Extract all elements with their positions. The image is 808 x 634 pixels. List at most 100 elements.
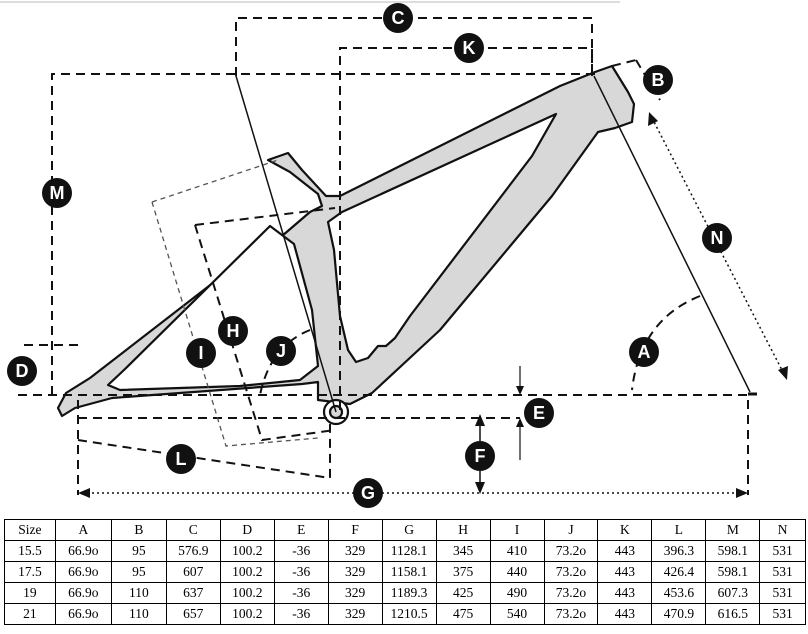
table-cell: 607.3 (705, 582, 761, 604)
label-e: E (524, 398, 554, 428)
label-b: B (643, 65, 673, 95)
table-cell: 443 (597, 582, 653, 604)
table-cell: 73.2o (543, 582, 599, 604)
table-cell: 66.9o (54, 582, 112, 604)
table-cell: 426.4 (651, 561, 707, 583)
table-cell: -36 (273, 561, 329, 583)
table-cell: 1128.1 (381, 540, 437, 562)
svg-text:M: M (50, 183, 65, 203)
col-header: H (435, 519, 491, 541)
table-cell: 110 (110, 582, 167, 604)
table-cell: 453.6 (651, 582, 707, 604)
table-cell: 375 (435, 561, 491, 583)
table-cell: 470.9 (651, 603, 707, 625)
svg-text:J: J (276, 341, 286, 361)
dimension-labels: C K B M N H I J A D E F L G (7, 3, 732, 508)
col-header: M (705, 519, 761, 541)
table-cell: 17.5 (4, 561, 56, 583)
col-header: G (381, 519, 437, 541)
svg-text:F: F (475, 446, 486, 466)
table-cell: 637 (165, 582, 221, 604)
table-cell: 345 (435, 540, 491, 562)
table-cell: 598.1 (705, 561, 761, 583)
label-j: J (266, 336, 296, 366)
table-cell: 100.2 (219, 603, 275, 625)
table-cell: 396.3 (651, 540, 707, 562)
table-cell: 531 (759, 603, 806, 625)
table-cell: -36 (273, 582, 329, 604)
col-header: J (543, 519, 599, 541)
label-d: D (7, 356, 37, 386)
table-cell: 490 (489, 582, 545, 604)
col-header: L (651, 519, 707, 541)
col-header: A (54, 519, 112, 541)
label-k: L (166, 444, 196, 474)
label-c: C (383, 3, 413, 33)
table-cell: 100.2 (219, 561, 275, 583)
frame-geometry-diagram: C K B M N H I J A D E F L G (0, 1, 788, 508)
svg-text:K: K (463, 38, 476, 58)
table-cell: 110 (110, 603, 167, 625)
table-cell: 598.1 (705, 540, 761, 562)
label-a: A (629, 337, 659, 367)
table-cell: 540 (489, 603, 545, 625)
table-cell: 329 (327, 603, 383, 625)
table-header-row: Size A B C D E F G H I J K L M N (4, 519, 806, 541)
table-cell: 443 (597, 603, 653, 625)
table-cell: 607 (165, 561, 221, 583)
svg-text:C: C (392, 8, 405, 28)
bike-frame (56, 64, 636, 426)
table-cell: 19 (4, 582, 56, 604)
table-cell: -36 (273, 603, 329, 625)
svg-text:D: D (16, 361, 29, 381)
table-cell: 329 (327, 540, 383, 562)
table-cell: 73.2o (543, 603, 599, 625)
table-cell: 66.9o (54, 540, 112, 562)
table-cell: 66.9o (54, 603, 112, 625)
label-g: G (353, 478, 383, 508)
col-header: D (219, 519, 275, 541)
table-cell: 657 (165, 603, 221, 625)
svg-text:L: L (176, 449, 187, 469)
table-cell: 73.2o (543, 540, 599, 562)
table-cell: 440 (489, 561, 545, 583)
table-cell: 21 (4, 603, 56, 625)
table-cell: 73.2o (543, 561, 599, 583)
table-cell: 66.9o (54, 561, 112, 583)
col-header: B (110, 519, 167, 541)
svg-text:B: B (652, 70, 665, 90)
table-cell: 576.9 (165, 540, 221, 562)
label-h: H (218, 316, 248, 346)
table-cell: 616.5 (705, 603, 761, 625)
table-cell: 100.2 (219, 540, 275, 562)
col-header: N (759, 519, 806, 541)
table-cell: 1210.5 (381, 603, 437, 625)
label-f: F (465, 441, 495, 471)
col-header: K (597, 519, 653, 541)
label-i: I (186, 338, 216, 368)
svg-text:H: H (227, 321, 240, 341)
svg-text:A: A (638, 342, 651, 362)
label-l: K (454, 33, 484, 63)
table-cell: 531 (759, 540, 806, 562)
svg-text:G: G (361, 483, 375, 503)
table-cell: 15.5 (4, 540, 56, 562)
col-header: F (327, 519, 383, 541)
table-cell: 531 (759, 582, 806, 604)
col-header: C (165, 519, 221, 541)
table-cell: 475 (435, 603, 491, 625)
table-cell: 443 (597, 540, 653, 562)
table-cell: 1158.1 (381, 561, 437, 583)
col-header: Size (4, 519, 56, 541)
table-cell: 443 (597, 561, 653, 583)
svg-text:E: E (533, 403, 545, 423)
svg-text:N: N (711, 228, 724, 248)
table-cell: 95 (110, 540, 167, 562)
table-cell: 410 (489, 540, 545, 562)
table-cell: -36 (273, 540, 329, 562)
